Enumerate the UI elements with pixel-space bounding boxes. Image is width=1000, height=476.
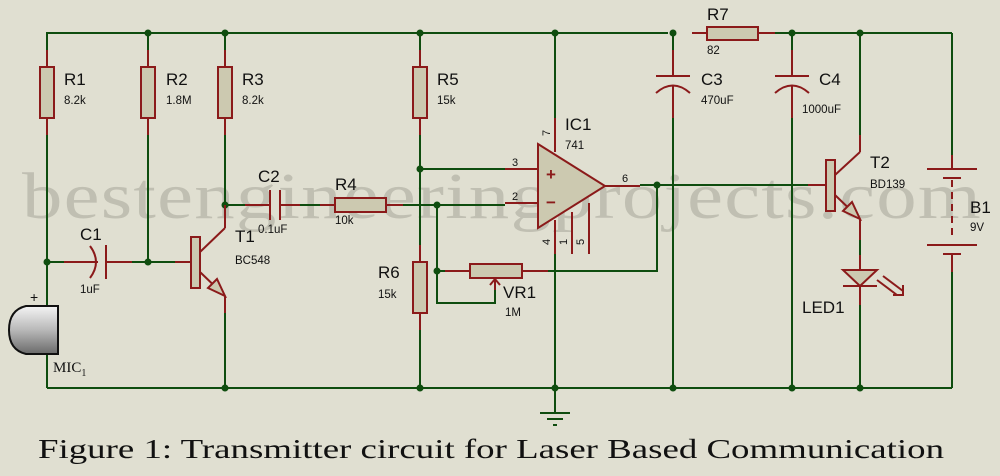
r3-label: R3 [242,70,264,89]
opamp-ic1: + − IC1 741 3 2 6 7 4 1 5 [505,115,640,254]
r2-label: R2 [166,70,188,89]
transistor-t1: T1 BC548 [175,205,270,313]
capacitor-c2: C2 0.1uF [245,167,300,236]
capacitor-c4: C4 1000uF [774,50,841,118]
resistor-r7: R7 82 [692,5,775,57]
ic1-label: IC1 [565,115,591,134]
t1-value: BC548 [235,255,270,267]
r4-label: R4 [335,175,357,194]
watermark: bestengineeringprojects.com [22,160,982,233]
c4-value: 1000uF [802,104,841,116]
r3-value: 8.2k [242,95,264,107]
r7-value: 82 [707,45,720,57]
mic-polarity: + [30,289,38,305]
led1-label: LED1 [802,298,845,317]
noninverting-symbol: + [546,165,556,184]
r2-value: 1.8M [166,95,192,107]
c1-value: 1uF [80,284,100,296]
figure-caption: Figure 1: Transmitter circuit for Laser … [38,434,945,464]
pin-6-label: 6 [622,173,628,185]
r7-label: R7 [707,5,729,24]
wires [46,32,953,426]
c1-label: C1 [80,225,102,244]
b1-label: B1 [970,198,991,217]
resistor-r1: R1 8.2k [39,50,86,135]
c2-label: C2 [258,167,280,186]
resistor-r5: R5 15k [412,50,459,135]
battery-b1: B1 9V [927,155,991,272]
resistor-r4: R4 10k [320,175,403,227]
capacitor-c3: C3 470uF [655,50,734,118]
microphone-mic1: + MIC1 [7,289,86,379]
mic-label: MIC1 [53,360,86,379]
pin-7-label: 7 [541,130,553,136]
potentiometer-vr1: VR1 1M [445,263,548,319]
c3-label: C3 [701,70,723,89]
b1-value: 9V [970,222,984,234]
pin-5-label: 5 [575,239,587,245]
vr1-value: 1M [505,307,521,319]
t2-label: T2 [870,153,890,172]
r5-value: 15k [437,95,456,107]
c3-value: 470uF [701,95,734,107]
resistor-r3: R3 8.2k [217,50,264,135]
capacitor-c1: C1 1uF [64,225,132,296]
vr1-label: VR1 [503,283,536,302]
t2-value: BD139 [870,179,905,191]
r6-value: 15k [378,289,397,301]
r1-value: 8.2k [64,95,86,107]
t1-label: T1 [235,227,255,246]
r4-value: 10k [335,215,354,227]
pin-4-label: 4 [541,239,553,245]
pin-2-label: 2 [512,191,518,203]
pin-3-label: 3 [512,157,518,169]
led1: LED1 [802,255,904,317]
ic1-value: 741 [565,140,584,152]
r6-label: R6 [378,263,400,282]
c2-value: 0.1uF [258,224,287,236]
inverting-symbol: − [546,193,556,212]
transistor-t2: T2 BD139 [808,135,905,240]
r5-label: R5 [437,70,459,89]
resistor-r2: R2 1.8M [140,50,192,135]
pin-1-label: 1 [558,239,570,245]
r1-label: R1 [64,70,86,89]
c4-label: C4 [819,70,841,89]
resistor-r6: R6 15k [378,245,428,330]
